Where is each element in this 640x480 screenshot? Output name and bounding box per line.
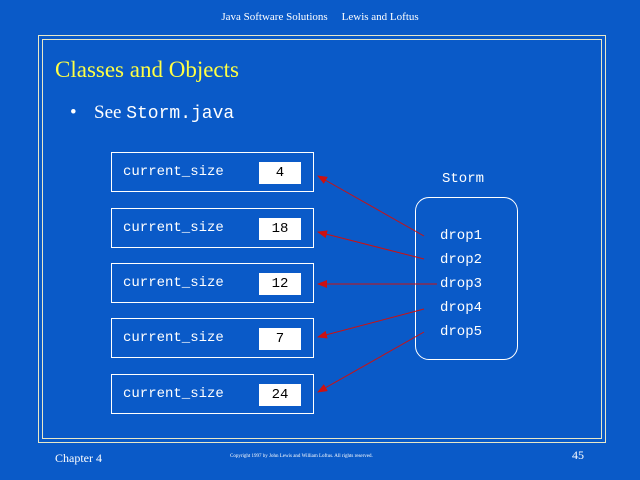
bullet-marker: •	[70, 102, 77, 123]
field-label: current_size	[123, 386, 224, 402]
slide-frame-inner	[42, 39, 602, 439]
drop-reference-2: drop2	[440, 252, 483, 268]
drop-reference-3: drop3	[440, 276, 483, 292]
slide-header: Java Software Solutions Lewis and Loftus	[0, 11, 640, 23]
arrow-drop1	[317, 175, 425, 237]
drop-reference-5: drop5	[440, 324, 483, 340]
slide-frame-outer	[38, 35, 606, 443]
field-value: 4	[259, 162, 301, 184]
authors: Lewis and Loftus	[341, 11, 419, 23]
field-label: current_size	[123, 275, 224, 291]
field-label: current_size	[123, 164, 224, 180]
object-box-2: current_size 18	[111, 208, 314, 248]
object-box-3: current_size 12	[111, 263, 314, 303]
field-label: current_size	[123, 330, 224, 346]
page-number: 45	[572, 448, 584, 462]
field-value: 12	[259, 273, 301, 295]
field-label: current_size	[123, 220, 224, 236]
field-value: 18	[259, 218, 301, 240]
book-title: Java Software Solutions	[221, 11, 328, 23]
arrow-drop5	[317, 331, 425, 393]
chapter-label: Chapter 4	[55, 451, 102, 465]
slide-title: Classes and Objects	[55, 57, 239, 82]
storm-object-box	[415, 197, 518, 360]
object-box-4: current_size 7	[111, 318, 314, 358]
bullet-item: • See Storm.java	[70, 102, 234, 124]
drop-reference-4: drop4	[440, 300, 483, 316]
object-box-5: current_size 24	[111, 374, 314, 414]
storm-class-label: Storm	[442, 171, 485, 187]
arrow-drop2	[317, 230, 425, 260]
object-box-1: current_size 4	[111, 152, 314, 192]
field-value: 24	[259, 384, 301, 406]
bullet-code: Storm.java	[126, 104, 235, 124]
copyright-notice: Copyright 1997 by John Lewis and William…	[230, 454, 373, 459]
arrow-drop4	[317, 308, 425, 339]
field-value: 7	[259, 328, 301, 350]
drop-reference-1: drop1	[440, 228, 483, 244]
bullet-text: See	[94, 102, 122, 123]
